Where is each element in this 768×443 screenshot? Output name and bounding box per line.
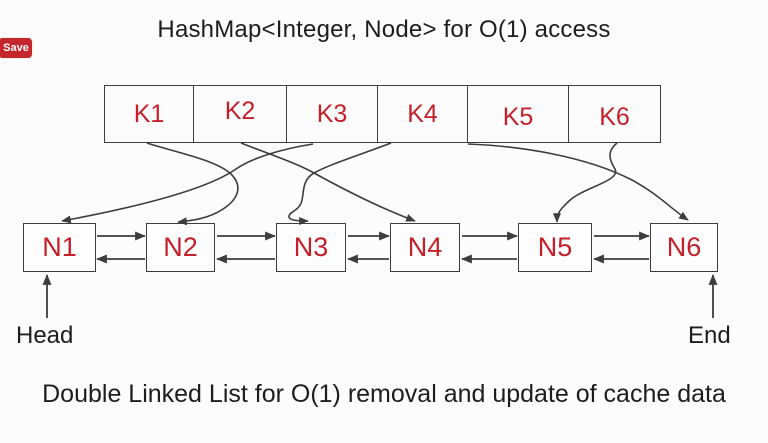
head-pointer-label: Head bbox=[16, 322, 74, 349]
hashmap-cell-k3: K3 bbox=[287, 86, 378, 142]
diagram-title: HashMap<Integer, Node> for O(1) access bbox=[157, 16, 611, 43]
list-node-n6: N6 bbox=[650, 223, 718, 272]
key-label-k4: K4 bbox=[407, 99, 438, 128]
curve-k4-to-n3 bbox=[288, 142, 392, 225]
key-label-k1: K1 bbox=[133, 99, 165, 128]
curve-k3-to-n1 bbox=[61, 143, 314, 224]
end-pointer-label: End bbox=[688, 322, 731, 349]
curve-k1-to-n2 bbox=[146, 142, 239, 226]
hashmap-cell-k4: K4 bbox=[378, 86, 468, 142]
list-node-n3: N3 bbox=[276, 223, 346, 272]
list-node-n5: N5 bbox=[518, 223, 592, 272]
diagram-caption: Double Linked List for O(1) removal and … bbox=[42, 380, 726, 408]
key-label-k2: K2 bbox=[224, 96, 256, 125]
node-label-n2: N2 bbox=[163, 232, 198, 262]
node-label-n4: N4 bbox=[407, 232, 443, 262]
curve-k6-to-n5 bbox=[553, 142, 618, 223]
hashmap-to-node-curves bbox=[61, 142, 689, 226]
list-node-n4: N4 bbox=[390, 223, 460, 272]
hashmap-cell-k6: K6 bbox=[569, 86, 660, 142]
curve-k5-to-n6 bbox=[467, 143, 689, 221]
node-label-n5: N5 bbox=[537, 232, 573, 262]
hashmap-cell-k1: K1 bbox=[105, 86, 194, 142]
curve-k2-to-n4 bbox=[240, 142, 416, 222]
list-node-n1: N1 bbox=[23, 223, 96, 272]
node-label-n3: N3 bbox=[293, 232, 329, 262]
hashmap-array: K1 K2 K3 K4 K5 K6 bbox=[104, 85, 661, 143]
save-button[interactable]: Save bbox=[0, 38, 32, 58]
hashmap-cell-k5: K5 bbox=[468, 86, 569, 142]
pointer-arrows bbox=[42, 274, 718, 318]
node-label-n6: N6 bbox=[666, 232, 702, 262]
key-label-k6: K6 bbox=[599, 102, 630, 131]
save-button-label: Save bbox=[3, 42, 29, 54]
hashmap-cell-k2: K2 bbox=[194, 86, 287, 142]
node-label-n1: N1 bbox=[42, 232, 77, 262]
key-label-k5: K5 bbox=[502, 102, 534, 131]
key-label-k3: K3 bbox=[316, 99, 348, 128]
list-node-n2: N2 bbox=[146, 223, 215, 272]
